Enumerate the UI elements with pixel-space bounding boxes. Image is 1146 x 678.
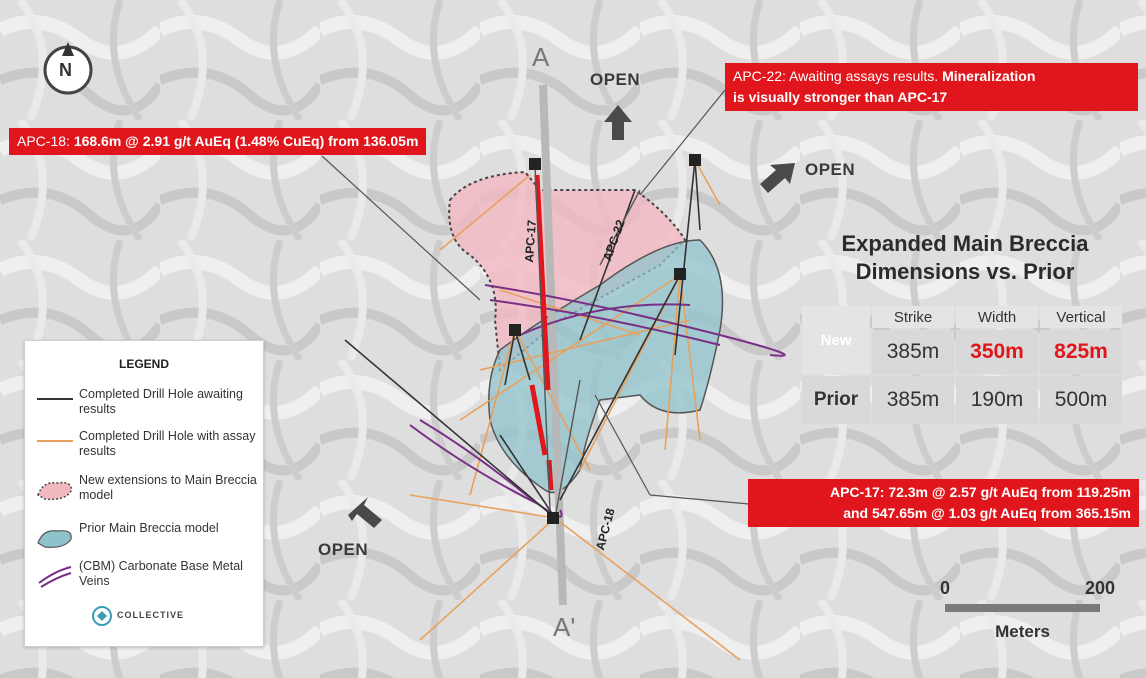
apc17-trace: [534, 164, 551, 511]
dimensions-table: New Strike Width Vertical 385m 350m 825m…: [800, 304, 1124, 426]
drill-collars: [509, 154, 701, 524]
pink-area-icon: [37, 481, 72, 501]
callout-apc22-line1a: APC-22: Awaiting assays results.: [733, 68, 943, 84]
callout-apc22-line1b: Mineralization: [942, 68, 1036, 84]
hole-label-apc17: APC-17: [522, 219, 539, 263]
table-cell: 385m: [872, 376, 954, 424]
scale-bar: 0 200 Meters: [935, 578, 1125, 648]
north-arrow-label: N: [59, 60, 72, 80]
table-cell: 350m: [956, 330, 1038, 374]
north-arrow-icon: [43, 42, 93, 95]
callout-apc17-line1: APC-17: 72.3m @ 2.57 g/t AuEq from 119.2…: [829, 484, 1131, 500]
column-header: Strike: [872, 306, 954, 328]
callout-leaders: [321, 89, 761, 506]
dimensions-title-line1: Expanded Main Breccia: [841, 231, 1089, 256]
callout-apc22-line2: is visually stronger than APC-17: [733, 89, 948, 105]
scale-units: Meters: [995, 622, 1050, 641]
dimensions-panel: Expanded Main Breccia Dimensions vs. Pri…: [800, 230, 1130, 424]
legend-item-label: Completed Drill Hole with assay results: [79, 429, 256, 458]
callout-apc22: APC-22: Awaiting assays results. Mineral…: [725, 63, 1138, 111]
legend-item-label: New extensions to Main Breccia model: [79, 473, 257, 502]
apc18-trace: [554, 379, 581, 519]
callout-apc17-line2: and 547.65m @ 1.03 g/t AuEq from 365.15m: [843, 505, 1131, 521]
section-end-label: A': [553, 612, 576, 642]
table-row: 385m 350m 825m: [802, 330, 1122, 374]
open-label-top: OPEN: [590, 70, 641, 89]
open-arrows: [348, 105, 795, 528]
table-cell: 385m: [872, 330, 954, 374]
row-label-prior: Prior: [802, 376, 870, 424]
column-header: Vertical: [1040, 306, 1122, 328]
table-row: Prior 385m 190m 500m: [802, 376, 1122, 424]
dimensions-title-line2: Dimensions vs. Prior: [855, 259, 1075, 284]
apc17-intersections: [529, 174, 554, 491]
callout-apc18: APC-18: 168.6m @ 2.91 g/t AuEq (1.48% Cu…: [9, 128, 427, 155]
scale-min: 0: [940, 578, 951, 598]
legend-item-label: Prior Main Breccia model: [79, 521, 219, 535]
open-label-right: OPEN: [805, 160, 856, 179]
cbm-veins: [409, 284, 786, 518]
dimensions-title: Expanded Main Breccia Dimensions vs. Pri…: [800, 230, 1130, 286]
apc22-trace: [599, 189, 641, 266]
company-logo-text: COLLECTIVE: [117, 610, 185, 620]
orange-line-icon: [37, 440, 73, 442]
table-header-row: New Strike Width Vertical: [802, 306, 1122, 374]
scale-max: 200: [1085, 578, 1116, 598]
section-start-label: A: [532, 42, 550, 72]
callout-apc17: APC-17: 72.3m @ 2.57 g/t AuEq from 119.2…: [748, 479, 1139, 527]
table-cell: 825m: [1040, 330, 1122, 374]
callout-apc18-text: 168.6m @ 2.91 g/t AuEq (1.48% CuEq) from…: [73, 133, 419, 149]
company-logo-icon: [92, 606, 112, 626]
column-header: Width: [956, 306, 1038, 328]
table-cell: 500m: [1040, 376, 1122, 424]
table-cell: 190m: [956, 376, 1038, 424]
legend-title: LEGEND: [118, 357, 169, 371]
pending-drill-holes: [344, 159, 701, 519]
section-line: [539, 84, 567, 606]
legend-item-label: Completed Drill Hole awaiting results: [79, 387, 243, 416]
legend: LEGEND Completed Drill Hole awaiting res…: [24, 340, 264, 647]
scale-bar-graphic: [945, 604, 1100, 612]
row-label-new: New: [802, 306, 870, 374]
callout-apc18-label: APC-18:: [17, 133, 70, 149]
blue-area-icon: [37, 530, 72, 548]
dark-line-icon: [37, 398, 73, 400]
open-label-left: OPEN: [318, 540, 369, 559]
legend-item-label: (CBM) Carbonate Base Metal Veins: [79, 559, 243, 588]
purple-vein-icon: [38, 566, 72, 588]
